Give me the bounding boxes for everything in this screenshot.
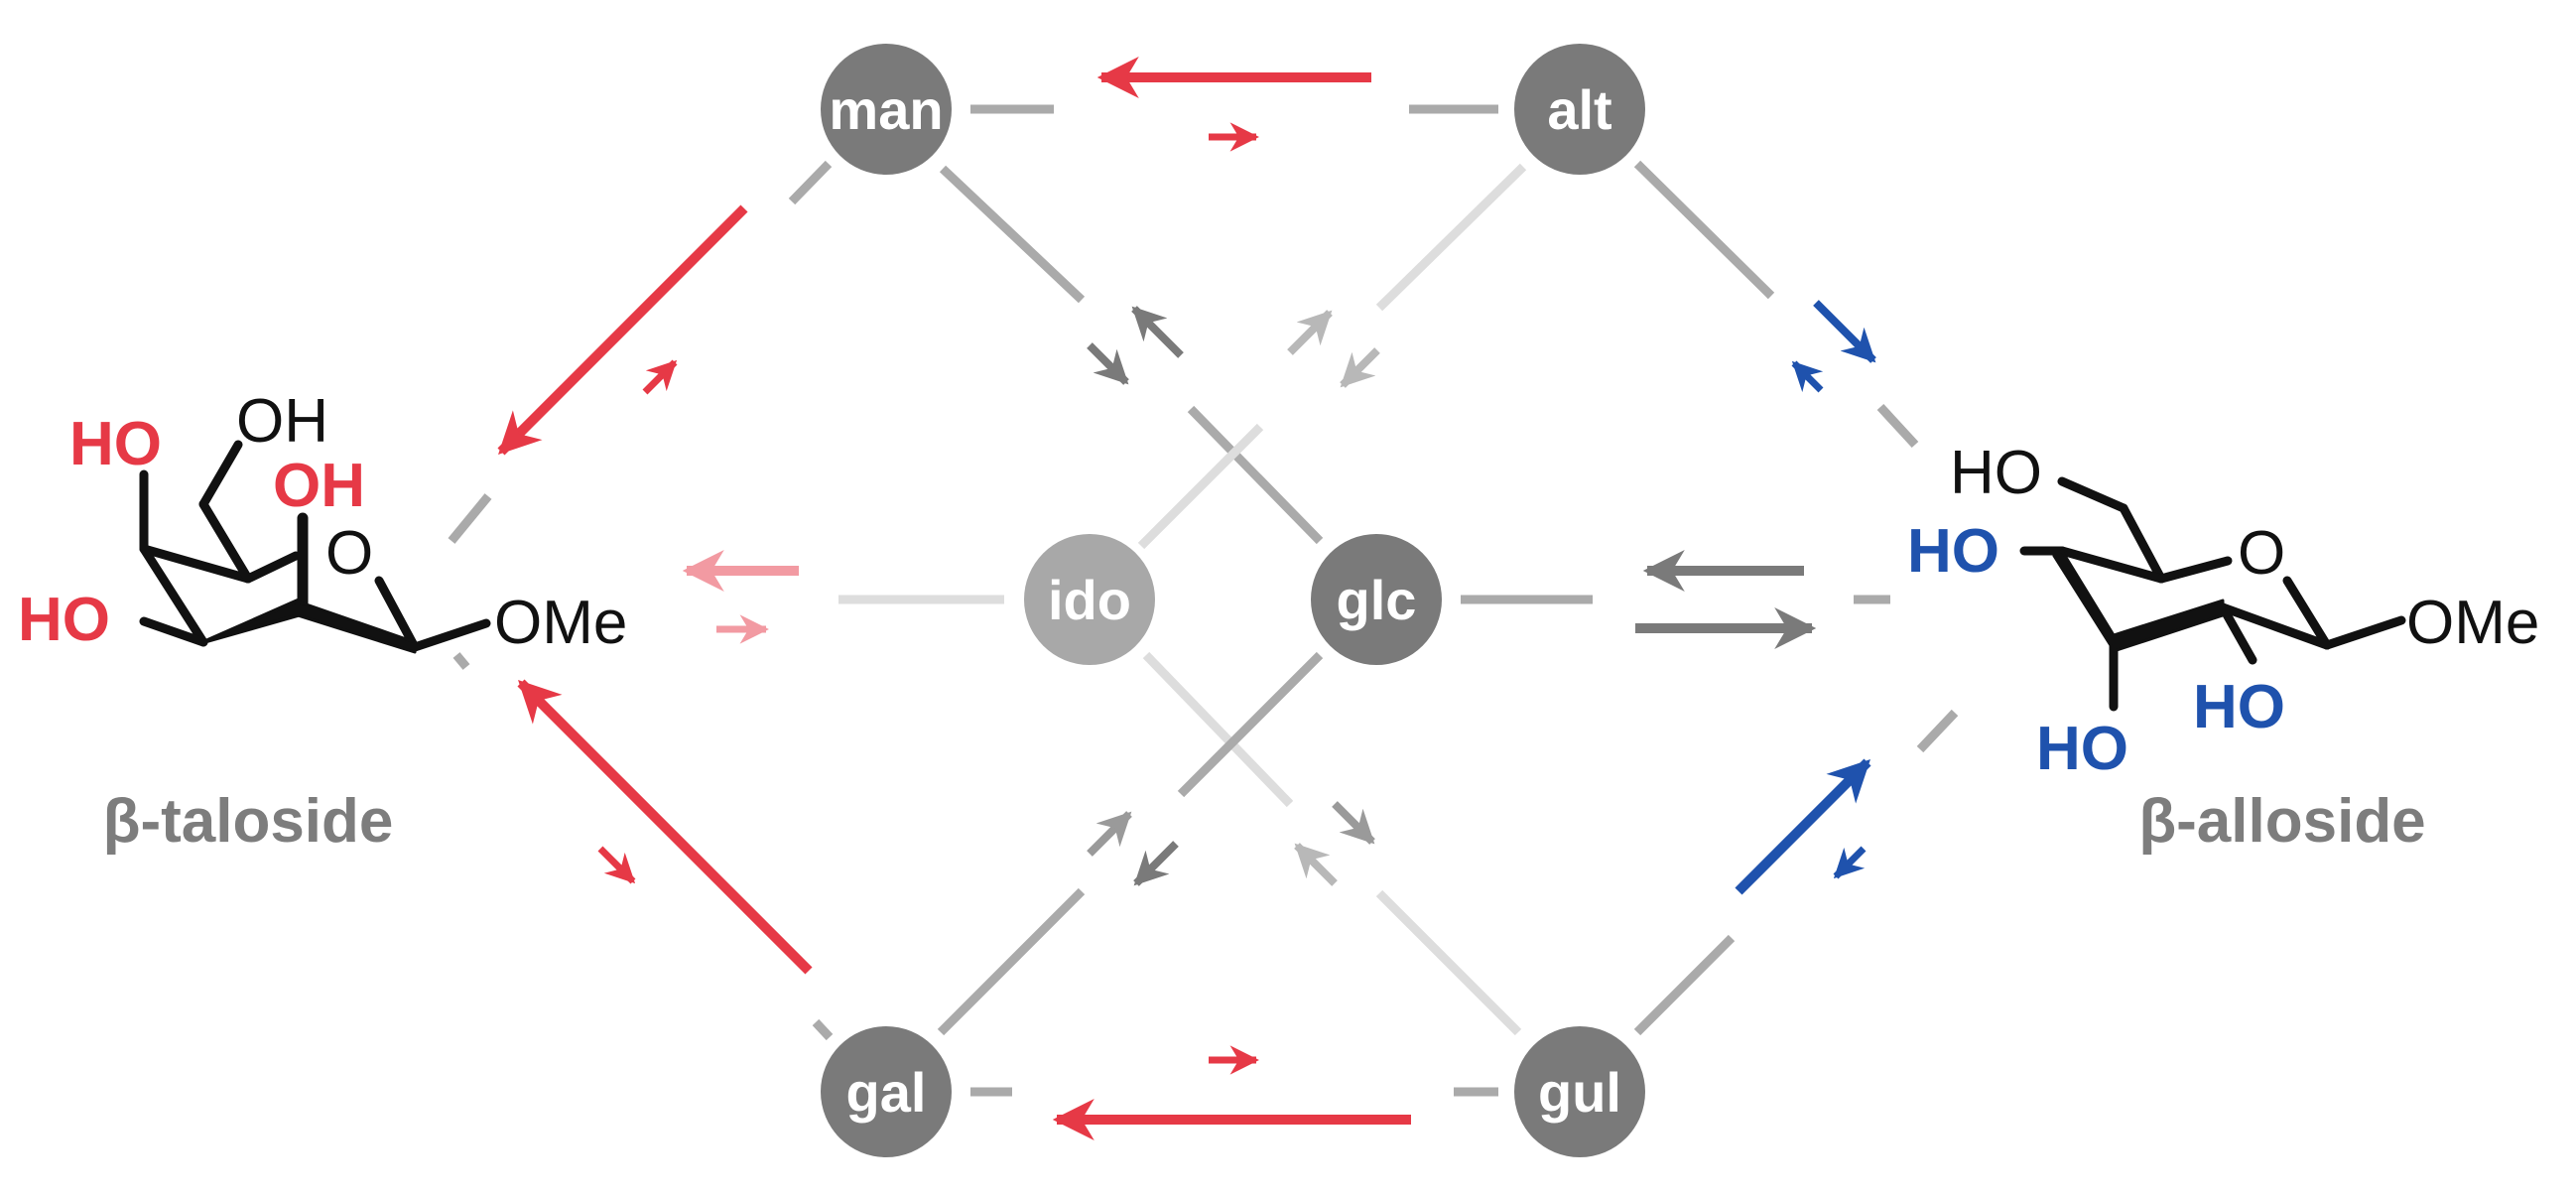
- node-alt-circle: [1514, 44, 1645, 175]
- node-gal-circle: [821, 1026, 952, 1157]
- alloside-ho-blue-right: HO: [2193, 673, 2285, 741]
- node-ido-label: ido: [1048, 569, 1131, 631]
- alloside-bond-c2-oh: [2218, 602, 2257, 665]
- alloside-bond-c6-oh: [2057, 476, 2128, 513]
- arrow-glc-to-man: [1131, 306, 1184, 358]
- arrow-alloside-to-gul: [1833, 846, 1867, 879]
- node-glc-label: glc: [1337, 569, 1417, 631]
- arrow-man-to-taloside: [497, 204, 748, 456]
- node-glc: glc: [1311, 534, 1442, 665]
- edge-man-taloside-a: [788, 160, 833, 205]
- arrow-glc-to-gal: [1133, 841, 1179, 886]
- taloside-bond-c4-c5: [139, 544, 253, 584]
- network-edges: [448, 104, 1959, 1097]
- edge-man-glc-a: [939, 165, 1086, 304]
- arrow-alloside-to-alt: [1791, 360, 1824, 393]
- taloside-ome: OMe: [494, 589, 627, 657]
- node-gal-label: gal: [846, 1061, 927, 1124]
- alloside-bond-o-c1: [2282, 576, 2332, 650]
- edge-gul-alloside-a: [1633, 934, 1736, 1036]
- taloside-oh-red: OH: [273, 452, 365, 520]
- taloside-bond-c4-c3: [139, 544, 208, 647]
- edge-gal-taloside-a: [812, 1018, 834, 1041]
- arrow-alt-to-ido: [1340, 347, 1380, 388]
- taloside-caption: β-taloside: [103, 787, 394, 856]
- edge-glc-gal-b: [937, 887, 1086, 1036]
- taloside-structure: HO OH OH HO O OMe β-taloside: [18, 387, 627, 856]
- edge-alt-alloside-b: [1876, 403, 1919, 449]
- arrow-taloside-to-gal: [597, 846, 636, 884]
- taloside-bond-c3-oh: [139, 616, 208, 647]
- node-man-label: man: [829, 78, 943, 141]
- node-gul-circle: [1514, 1026, 1645, 1157]
- alloside-wedge-bond-bottom: [2112, 599, 2225, 653]
- edge-man-glc-b: [1187, 405, 1324, 545]
- alloside-bond-c5-o: [2156, 556, 2233, 584]
- arrow-ido-to-alt: [1287, 310, 1333, 355]
- arrow-alt-to-alloside: [1813, 300, 1876, 363]
- taloside-bond-o-c1: [374, 576, 420, 652]
- taloside-bond-c5-c6: [198, 499, 253, 584]
- alloside-bond-c4-c5: [2057, 546, 2166, 584]
- alloside-ho-blue-left: HO: [1907, 517, 1999, 586]
- arrow-gal-to-glc: [1087, 811, 1132, 857]
- arrow-gul-to-alloside: [1735, 758, 1871, 895]
- node-gal: gal: [821, 1026, 952, 1157]
- alloside-ring-oxygen: O: [2238, 519, 2285, 588]
- node-glc-circle: [1311, 534, 1442, 665]
- alloside-ome: OMe: [2406, 589, 2539, 657]
- taloside-wedge-bond-2: [296, 600, 417, 654]
- node-gul-label: gul: [1538, 1061, 1621, 1124]
- edge-alt-alloside-a: [1633, 160, 1775, 300]
- edge-alt-ido-a: [1375, 163, 1527, 312]
- node-alt: alt: [1514, 44, 1645, 175]
- arrow-man-to-glc: [1087, 342, 1129, 385]
- taloside-bond-c1-ome: [410, 618, 491, 652]
- alloside-caption: β-alloside: [2138, 787, 2425, 856]
- edge-alt-ido-b: [1137, 423, 1264, 550]
- node-gul: gul: [1514, 1026, 1645, 1157]
- alloside-bond-c6-c5: [2119, 503, 2166, 584]
- edge-glc-gal-a: [1177, 651, 1324, 798]
- network-nodes: man alt ido glc gal gul: [821, 44, 1645, 1157]
- arrow-gul-to-ido: [1294, 843, 1338, 886]
- edge-gal-taloside-b: [452, 652, 470, 670]
- node-man-circle: [821, 44, 952, 175]
- edge-ido-gul-b: [1375, 889, 1522, 1036]
- alloside-bond-c2-c1: [2218, 602, 2332, 650]
- taloside-bond-c6-oh: [198, 440, 243, 509]
- taloside-ho-red-left: HO: [18, 586, 110, 654]
- taloside-oh-top: OH: [236, 387, 328, 456]
- arrow-gal-to-taloside: [517, 679, 813, 975]
- arrow-ido-to-gul: [1332, 801, 1375, 845]
- alloside-ho-top: HO: [1950, 439, 2042, 507]
- node-ido: ido: [1024, 534, 1155, 665]
- edge-gul-alloside-b: [1916, 709, 1959, 753]
- node-alt-label: alt: [1547, 78, 1611, 141]
- alloside-structure: HO HO O OMe HO HO β-alloside: [1907, 439, 2539, 856]
- taloside-ho-red-top: HO: [69, 410, 162, 478]
- arrow-taloside-to-man: [642, 359, 678, 395]
- alloside-bonds: [2019, 476, 2406, 712]
- network-arrows: [497, 57, 1876, 1140]
- alloside-ho-blue-bottom: HO: [2036, 715, 2128, 783]
- alloside-bond-c1-ome: [2322, 615, 2406, 650]
- taloside-wedge-bond: [201, 599, 300, 644]
- node-ido-circle: [1024, 534, 1155, 665]
- taloside-ring-oxygen: O: [325, 519, 373, 588]
- edge-ido-gul-a: [1142, 651, 1294, 808]
- edge-man-taloside-b: [448, 493, 492, 544]
- node-man: man: [821, 44, 952, 175]
- taloside-bond-c5-o: [243, 551, 301, 584]
